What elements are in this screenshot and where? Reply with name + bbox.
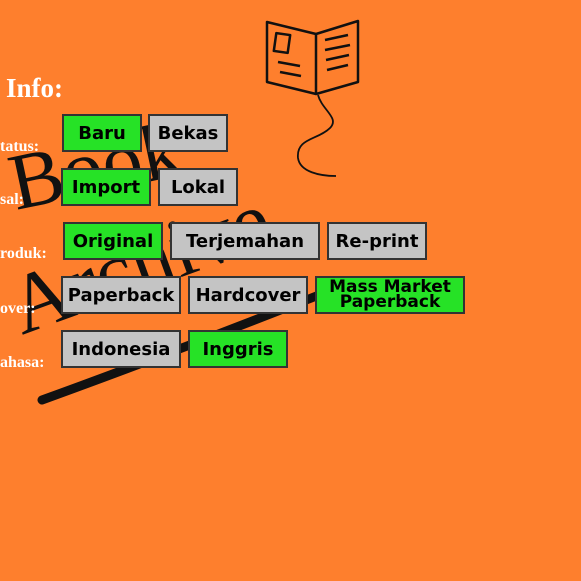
option-paperback-button[interactable]: Paperback xyxy=(61,276,181,314)
option-terjemahan-button[interactable]: Terjemahan xyxy=(170,222,320,260)
option-bekas-button[interactable]: Bekas xyxy=(148,114,228,152)
option-indonesia-button[interactable]: Indonesia xyxy=(61,330,181,368)
option-original-button[interactable]: Original xyxy=(63,222,163,260)
bahasa-label: ahasa: xyxy=(0,354,45,371)
cover-label: over: xyxy=(0,300,36,317)
option-mass-market-paperback-button[interactable]: Mass Market Paperback xyxy=(315,276,465,314)
option-hardcover-button[interactable]: Hardcover xyxy=(188,276,308,314)
option-inggris-button[interactable]: Inggris xyxy=(188,330,288,368)
option-baru-button[interactable]: Baru xyxy=(62,114,142,152)
info-title: Info: xyxy=(6,73,64,103)
option-reprint-button[interactable]: Re-print xyxy=(327,222,427,260)
asal-label: sal: xyxy=(0,191,24,208)
open-book-icon xyxy=(265,19,360,177)
produk-label: roduk: xyxy=(0,245,47,262)
option-import-button[interactable]: Import xyxy=(61,168,151,206)
option-lokal-button[interactable]: Lokal xyxy=(158,168,238,206)
status-label: tatus: xyxy=(0,138,40,155)
